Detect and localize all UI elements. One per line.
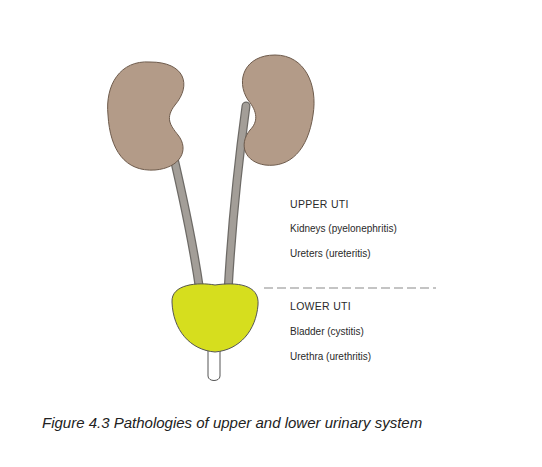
organ-label: Kidneys (pyelonephritis) — [290, 223, 397, 235]
section-heading: LOWER UTI — [290, 300, 351, 313]
bladder — [172, 284, 258, 352]
organ-label: Urethra (urethritis) — [290, 351, 371, 363]
urethra — [208, 348, 220, 381]
organ-label: Ureters (ureteritis) — [290, 248, 371, 260]
right-ureter-outline — [228, 106, 246, 292]
right-kidney — [242, 55, 314, 165]
left-kidney — [108, 62, 184, 170]
right-ureter — [228, 106, 246, 292]
figure-caption: Figure 4.3 Pathologies of upper and lowe… — [42, 414, 422, 432]
organ-label: Bladder (cystitis) — [290, 326, 364, 338]
section-heading: UPPER UTI — [290, 198, 349, 211]
divider-dashed-line — [264, 287, 436, 288]
